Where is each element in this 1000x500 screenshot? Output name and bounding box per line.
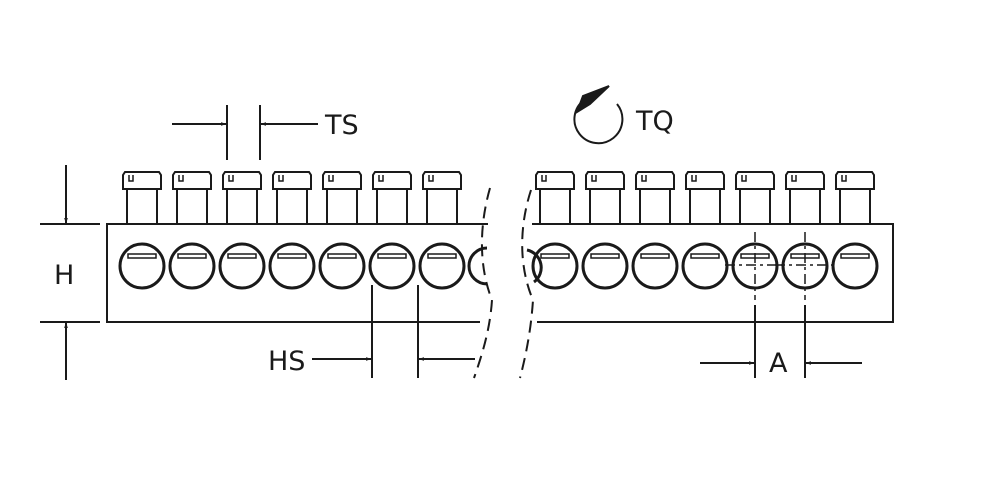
wire-hole xyxy=(681,242,729,290)
terminal-right-1 xyxy=(531,171,579,290)
terminal-left-5 xyxy=(318,171,366,290)
wire-hole xyxy=(418,242,466,290)
screw-shank xyxy=(589,188,621,225)
terminal-left-3 xyxy=(218,171,266,290)
wire-hole xyxy=(631,242,679,290)
terminal-right-3 xyxy=(631,171,679,290)
terminal-left-6 xyxy=(368,171,416,290)
break-line-right xyxy=(519,189,535,379)
terminal-left-4 xyxy=(268,171,316,290)
tq-label: TQ xyxy=(635,106,674,137)
screw-shank xyxy=(276,188,308,225)
wire-hole xyxy=(531,242,579,290)
wire-hole xyxy=(218,242,266,290)
screw-shank xyxy=(126,188,158,225)
wire-hole xyxy=(368,242,416,290)
ts-label: TS xyxy=(324,110,359,141)
terminal-right-5 xyxy=(725,171,785,300)
screw-shank xyxy=(839,188,871,225)
screw-shank xyxy=(689,188,721,225)
hs-label: HS xyxy=(268,346,305,377)
terminal-left-2 xyxy=(168,171,216,290)
partial-hole-left xyxy=(467,246,488,286)
screw-shank xyxy=(789,188,821,225)
terminal-right-6 xyxy=(775,171,835,300)
wire-hole xyxy=(268,242,316,290)
screw-shank xyxy=(176,188,208,225)
screw-shank xyxy=(226,188,258,225)
screw-shank xyxy=(739,188,771,225)
screw-shank xyxy=(539,188,571,225)
h-label: H xyxy=(54,260,74,291)
bar-right xyxy=(532,223,894,323)
torque-rotation-icon xyxy=(573,99,624,145)
terminal-left-1 xyxy=(118,171,166,290)
wire-hole xyxy=(168,242,216,290)
screw-shank xyxy=(639,188,671,225)
terminal-right-7 xyxy=(831,171,879,290)
terminal-right-2 xyxy=(581,171,629,290)
wire-hole xyxy=(831,242,879,290)
screw-shank xyxy=(426,188,458,225)
torque-arrow-head xyxy=(575,85,610,115)
wire-hole xyxy=(581,242,629,290)
terminal-left-7 xyxy=(418,171,466,290)
screw-shank xyxy=(376,188,408,225)
screw-shank xyxy=(326,188,358,225)
a-label: A xyxy=(769,348,788,379)
wire-hole xyxy=(318,242,366,290)
terminal-right-4 xyxy=(681,171,729,290)
wire-hole xyxy=(118,242,166,290)
partial-hole-right xyxy=(526,248,543,284)
